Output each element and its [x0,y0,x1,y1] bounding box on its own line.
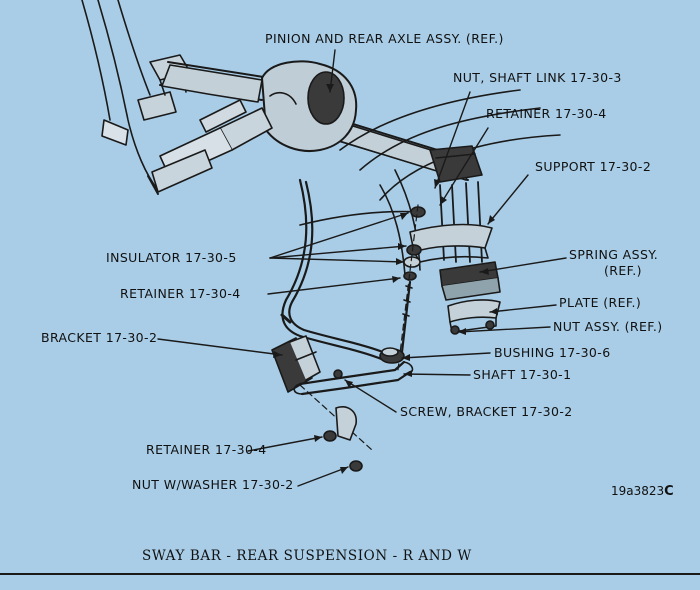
frame-rail-right [299,89,561,276]
label-spring-assy-ref: (REF.) [604,263,642,278]
lower-hardware [323,369,363,472]
leader-arrowheads [273,84,498,474]
label-spring-assy: SPRING ASSY. [569,247,659,262]
label-plate: PLATE (REF.) [559,295,642,310]
label-bushing: BUSHING 17-30-6 [494,345,611,360]
label-nut-shaft-link: NUT, SHAFT LINK 17-30-3 [453,70,622,85]
bottom-rule [0,573,700,575]
label-retainer-low: RETAINER 17-30-4 [146,442,267,457]
plate-part [447,299,501,335]
shaft-part [293,360,414,396]
label-screw-bracket: SCREW, BRACKET 17-30-2 [400,404,573,419]
label-bracket: BRACKET 17-30-2 [41,330,158,345]
figure-id: 19a3823C [611,484,674,499]
label-pinion-rear-axle: PINION AND REAR AXLE ASSY. (REF.) [265,31,504,46]
propeller-shaft [147,99,273,195]
figure-caption: SWAY BAR - REAR SUSPENSION - R AND W [142,548,472,564]
bushing-part [379,347,405,364]
bracket-part [271,335,321,393]
spring-assembly [439,261,501,301]
shaft-link-assembly [429,145,483,263]
figure-id-suffix: C [664,484,674,499]
sway-bar [280,178,390,362]
label-retainer-top: RETAINER 17-30-4 [486,106,607,121]
label-nut-washer: NUT W/WASHER 17-30-2 [132,477,294,492]
label-retainer-mid: RETAINER 17-30-4 [120,286,241,301]
label-nut-assy: NUT ASSY. (REF.) [553,319,663,334]
label-support: SUPPORT 17-30-2 [535,159,652,174]
frame-rail-left [81,0,159,191]
support-part [409,223,493,263]
leader-lines [157,49,567,487]
label-shaft: SHAFT 17-30-1 [473,367,572,382]
figure-id-number: 19a3823 [611,484,665,498]
centerline [299,204,419,451]
label-insulator: INSULATOR 17-30-5 [106,250,237,265]
differential-carrier [261,60,358,152]
